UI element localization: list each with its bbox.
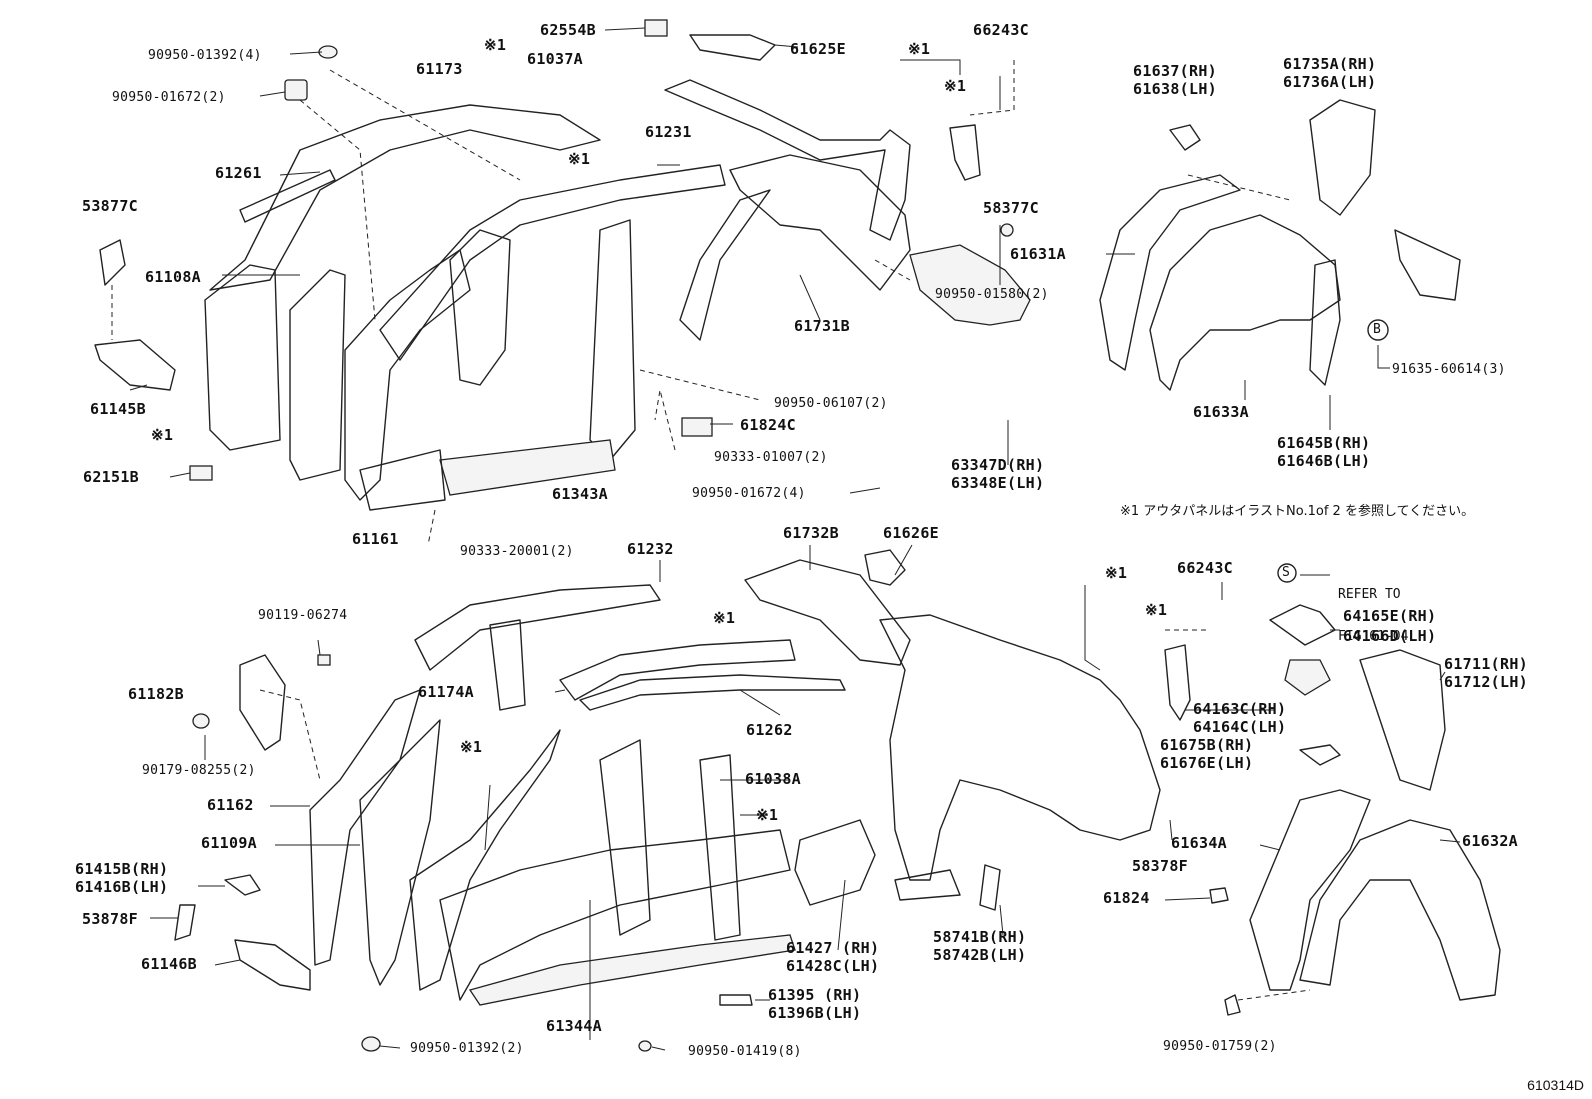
part-label: 90950-01672(2): [112, 90, 226, 105]
callout-s-circle: [1277, 563, 1297, 583]
callout-b-circle: [1367, 319, 1389, 341]
part-label: 61037A: [527, 50, 583, 68]
part-label: 61416B(LH): [75, 878, 169, 896]
part-label: 61731B: [794, 317, 850, 335]
part-label: 90950-01419(8): [688, 1044, 802, 1059]
part-label: 61736A(LH): [1283, 73, 1377, 91]
part-label: 61343A: [552, 485, 608, 503]
part-label: 90333-01007(2): [714, 450, 828, 465]
part-label: ※1: [1105, 564, 1128, 582]
part-label: 53877C: [82, 197, 138, 215]
part-label: 61344A: [546, 1017, 602, 1035]
part-label: 61676E(LH): [1160, 754, 1254, 772]
part-label: 91635-60614(3): [1392, 362, 1506, 377]
part-label: 64164C(LH): [1193, 718, 1287, 736]
outer-panel-note: ※1 アウタパネルはイラストNo.1of 2 を参照してください。: [1120, 504, 1475, 519]
part-label: 61824C: [740, 416, 796, 434]
part-label: 58378F: [1132, 857, 1188, 875]
part-label: 61182B: [128, 685, 184, 703]
callout-b-letter: B: [1373, 322, 1382, 337]
part-label: 61645B(RH): [1277, 434, 1371, 452]
part-label: 61732B: [783, 524, 839, 542]
part-label: 62554B: [540, 21, 596, 39]
part-label: 63348E(LH): [951, 474, 1045, 492]
part-label: 90179-08255(2): [142, 763, 256, 778]
leader-lines: [111, 27, 1461, 1051]
part-label: 64166D(LH): [1343, 627, 1437, 645]
part-label: 64163C(RH): [1193, 700, 1287, 718]
part-label: 61161: [352, 530, 399, 548]
part-label: 90333-20001(2): [460, 544, 574, 559]
upper-wheel-house-assembly: [1099, 99, 1461, 391]
part-label: 61173: [416, 60, 463, 78]
refer-to-line2: FIG 61-04: [1338, 629, 1409, 644]
part-label: 61232: [627, 540, 674, 558]
upper-side-inner-assembly: [94, 19, 1031, 511]
part-label: 61711(RH): [1444, 655, 1528, 673]
part-label: 61631A: [1010, 245, 1066, 263]
part-label: ※1: [460, 738, 483, 756]
part-label: ※1: [908, 40, 931, 58]
part-label: 61415B(RH): [75, 860, 169, 878]
part-label: 61637(RH): [1133, 62, 1217, 80]
part-label: 61625E: [790, 40, 846, 58]
part-label: 61146B: [141, 955, 197, 973]
part-label: 61231: [645, 123, 692, 141]
part-label: 90119-06274: [258, 608, 348, 623]
part-label: ※1: [756, 806, 779, 824]
part-label: 61824: [1103, 889, 1150, 907]
part-label: 61261: [215, 164, 262, 182]
part-label: 61428C(LH): [786, 957, 880, 975]
part-label: ※1: [568, 150, 591, 168]
part-label: 58742B(LH): [933, 946, 1027, 964]
part-label: 61735A(RH): [1283, 55, 1377, 73]
lower-quarter-assembly: [744, 549, 1501, 1016]
part-label: 90950-01672(4): [692, 486, 806, 501]
part-label: 61712(LH): [1444, 673, 1528, 691]
part-label: 61633A: [1193, 403, 1249, 421]
part-label: 61632A: [1462, 832, 1518, 850]
part-label: 61174A: [418, 683, 474, 701]
part-label: 61162: [207, 796, 254, 814]
part-label: 66243C: [973, 21, 1029, 39]
part-label: ※1: [151, 426, 174, 444]
part-label: 90950-06107(2): [774, 396, 888, 411]
part-label: 61395 (RH): [768, 986, 862, 1004]
callout-s-letter: S: [1282, 565, 1291, 580]
part-label: 90950-01392(4): [148, 48, 262, 63]
part-label: 62151B: [83, 468, 139, 486]
part-label: 90950-01759(2): [1163, 1039, 1277, 1054]
part-label: 90950-01392(2): [410, 1041, 524, 1056]
part-label: 61675B(RH): [1160, 736, 1254, 754]
part-label: ※1: [1145, 601, 1168, 619]
part-label: 64165E(RH): [1343, 607, 1437, 625]
refer-to-note: REFER TO FIG 61-04: [1338, 560, 1408, 658]
refer-to-line1: REFER TO: [1338, 587, 1401, 602]
part-label: 53878F: [82, 910, 138, 928]
part-label: 58377C: [983, 199, 1039, 217]
part-label: 61634A: [1171, 834, 1227, 852]
part-label: ※1: [484, 36, 507, 54]
part-label: 61109A: [201, 834, 257, 852]
part-label: 58741B(RH): [933, 928, 1027, 946]
part-label: 90950-01580(2): [935, 287, 1049, 302]
part-label: 61646B(LH): [1277, 452, 1371, 470]
part-label: 61427 (RH): [786, 939, 880, 957]
part-label: 61396B(LH): [768, 1004, 862, 1022]
lower-side-inner-assembly: [174, 584, 876, 1052]
part-label: 61038A: [745, 770, 801, 788]
part-label: 66243C: [1177, 559, 1233, 577]
part-label: 61262: [746, 721, 793, 739]
part-label: ※1: [713, 609, 736, 627]
part-label: 63347D(RH): [951, 456, 1045, 474]
part-label: ※1: [944, 77, 967, 95]
part-label: 61145B: [90, 400, 146, 418]
part-label: 61108A: [145, 268, 201, 286]
figure-id: 610314D: [1527, 1077, 1584, 1093]
part-label: 61626E: [883, 524, 939, 542]
part-label: 61638(LH): [1133, 80, 1217, 98]
